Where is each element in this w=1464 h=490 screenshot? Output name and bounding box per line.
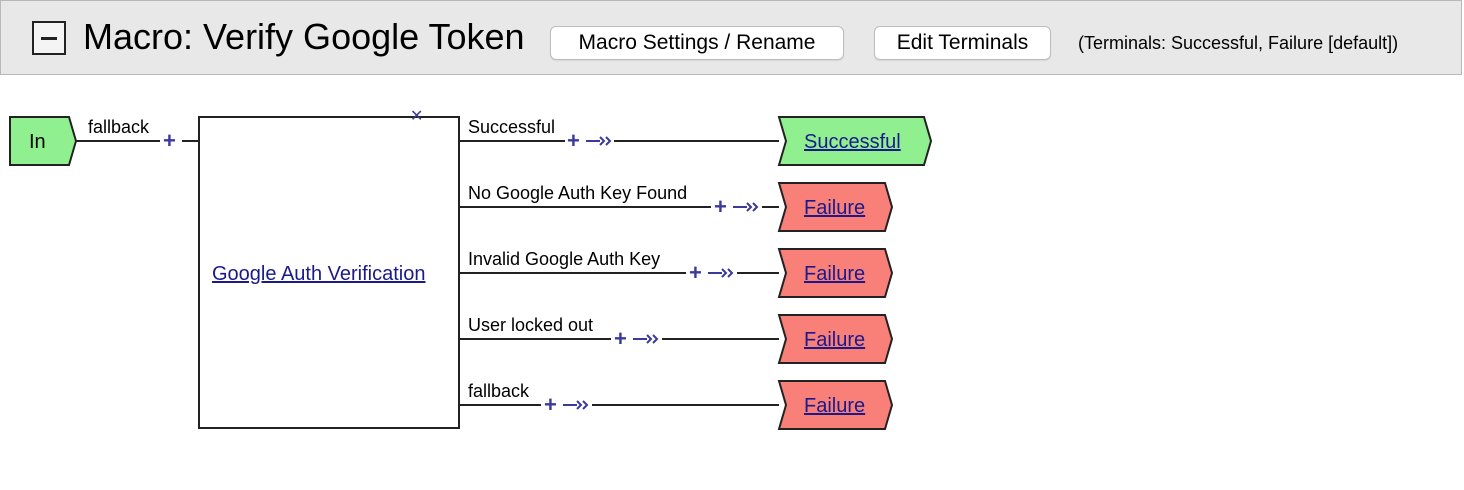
- macro-settings-rename-button[interactable]: Macro Settings / Rename: [550, 26, 844, 60]
- input-node-shape[interactable]: [9, 116, 78, 166]
- double-chevron-right-icon[interactable]: [563, 400, 589, 410]
- verification-node-box[interactable]: [198, 116, 460, 429]
- google-auth-verification-link[interactable]: Google Auth Verification: [212, 263, 426, 285]
- output-edge-label: Invalid Google Auth Key: [468, 249, 661, 269]
- terminal-failure-link[interactable]: Failure: [804, 197, 866, 219]
- terminal-failure-link[interactable]: Failure: [804, 263, 866, 285]
- add-icon[interactable]: +: [714, 194, 727, 219]
- add-icon[interactable]: +: [614, 326, 627, 351]
- double-chevron-right-icon[interactable]: [586, 136, 612, 146]
- macro-title: Macro: Verify Google Token: [83, 16, 525, 57]
- terminal-failure-shape[interactable]: [777, 380, 894, 430]
- double-chevron-right-icon[interactable]: [633, 334, 659, 344]
- macro-header: Macro: Verify Google Token Macro Setting…: [0, 0, 1462, 75]
- close-icon[interactable]: ✕: [410, 108, 424, 125]
- double-chevron-right-icon[interactable]: [733, 202, 759, 212]
- terminal-successful-link[interactable]: Successful: [804, 131, 901, 153]
- output-edge-label: No Google Auth Key Found: [468, 183, 688, 203]
- collapse-toggle-icon[interactable]: [32, 21, 66, 55]
- edit-terminals-button[interactable]: Edit Terminals: [874, 26, 1051, 60]
- input-edge-label: fallback: [88, 117, 150, 137]
- minus-icon: [41, 37, 57, 40]
- add-icon[interactable]: +: [163, 128, 176, 153]
- add-icon[interactable]: +: [567, 128, 580, 153]
- output-edge-label: fallback: [468, 381, 530, 401]
- terminal-successful-shape[interactable]: [777, 116, 933, 166]
- terminal-failure-link[interactable]: Failure: [804, 395, 866, 417]
- output-edge-label: User locked out: [468, 315, 594, 335]
- input-node-label: In: [29, 131, 46, 153]
- terminal-failure-shape[interactable]: [777, 314, 894, 364]
- double-chevron-right-icon[interactable]: [708, 268, 734, 278]
- output-edge-label: Successful: [468, 117, 556, 137]
- terminal-failure-shape[interactable]: [777, 182, 894, 232]
- terminals-info: (Terminals: Successful, Failure [default…: [1078, 33, 1399, 53]
- add-icon[interactable]: +: [544, 392, 557, 417]
- add-icon[interactable]: +: [689, 260, 702, 285]
- terminal-failure-link[interactable]: Failure: [804, 329, 866, 351]
- terminal-failure-shape[interactable]: [777, 248, 894, 298]
